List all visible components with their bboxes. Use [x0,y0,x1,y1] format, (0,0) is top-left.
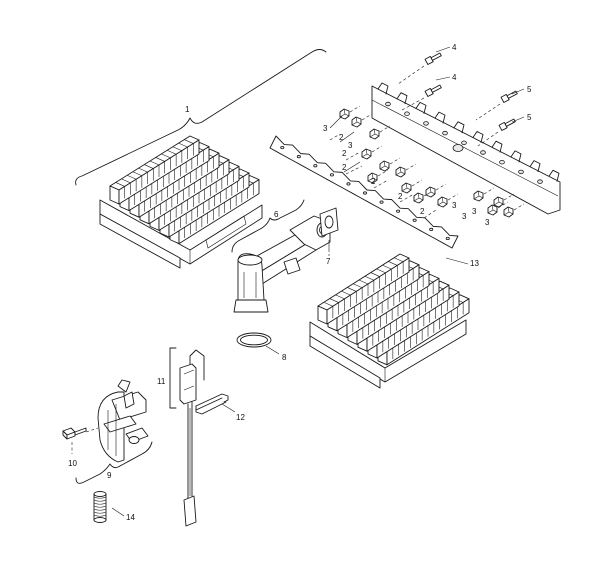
spring-part-14 [93,491,125,523]
injector [473,187,495,202]
injector [367,169,389,184]
callout-2: 2 [371,177,376,186]
injector [437,193,459,208]
screw-part-10 [62,427,99,454]
callout-labels: 1 2 2 2 2 2 2 3 3 3 3 3 3 4 4 5 5 6 7 8 … [68,43,532,522]
leader-lines [328,46,525,265]
injector-group [329,105,525,219]
callout-3: 3 [462,212,467,221]
callout-4: 4 [452,73,457,82]
callout-9: 9 [107,471,112,480]
callout-2: 2 [342,149,347,158]
callout-6: 6 [274,210,279,219]
callout-3: 3 [472,207,477,216]
callout-2: 2 [398,192,403,201]
callout-2: 2 [339,133,344,142]
callout-2: 2 [342,163,347,172]
injector [503,203,525,218]
retainer-strip [269,135,459,249]
callout-12: 12 [236,413,245,422]
burner-right [309,253,470,389]
injector [369,125,391,140]
injector [395,163,417,178]
callout-5: 5 [527,113,532,122]
injector [361,145,383,160]
injector [379,157,401,172]
callout-13: 13 [470,259,479,268]
callout-3: 3 [485,218,490,227]
burner-left [99,135,263,269]
callout-3: 3 [323,124,328,133]
screws-5 [475,90,518,147]
gasket-part-7 [319,207,339,252]
bracket-part-9 [75,441,153,484]
manifold-bar [371,82,561,215]
callout-5: 5 [527,85,532,94]
callout-4: 4 [452,43,457,52]
callout-2: 2 [420,207,425,216]
callout-1: 1 [185,105,190,114]
o-ring-part-8 [236,332,280,355]
callout-14: 14 [126,513,135,522]
electrode-assembly [97,379,149,463]
injector [351,113,373,128]
injector [493,193,515,208]
callout-8: 8 [282,353,287,362]
bracket-part-6 [231,199,305,253]
screws-4 [397,52,442,111]
callout-3: 3 [452,201,457,210]
injector [339,105,361,120]
callout-7: 7 [326,257,331,266]
rod-part-12 [195,393,236,415]
injector [425,183,447,198]
injector [401,179,423,194]
gas-valve-assembly [233,215,331,313]
burner-bar [317,253,410,325]
callout-3: 3 [348,141,353,150]
sensor-part-11 [169,347,205,527]
callout-11: 11 [157,377,166,386]
burner-bar [109,135,200,205]
bracket-assembly-1 [75,49,327,186]
callout-10: 10 [68,459,77,468]
